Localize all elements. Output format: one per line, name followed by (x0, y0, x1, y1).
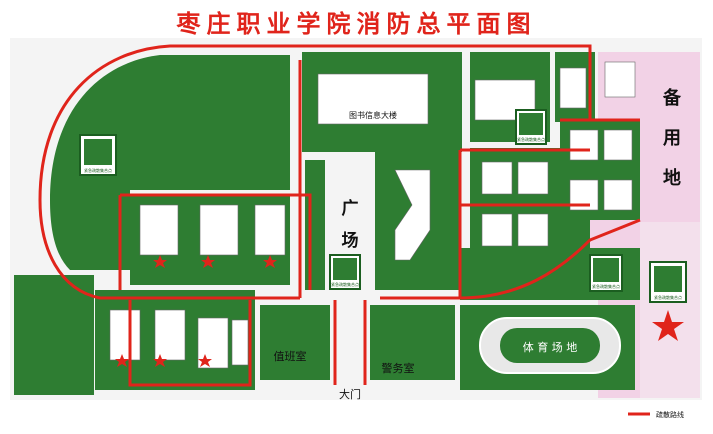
star-marker (153, 354, 167, 367)
assembly-point-text: 紧急疏散集合点 (84, 167, 112, 173)
assembly-point-text: 紧急疏散集合点 (331, 281, 359, 287)
reserve-land-label-3: 地 (663, 167, 681, 189)
assembly-point-text: 紧急疏散集合点 (592, 283, 620, 289)
main-gate-label: 大门 (339, 387, 361, 401)
reserve-land-label-2: 用 (663, 128, 681, 149)
assembly-point-east: 紧急疏散集合点 (589, 254, 623, 292)
assembly-point-text: 紧急疏散集合点 (654, 294, 682, 300)
west-green-area (50, 55, 290, 270)
legend-evacuation-route: 疏散路线 (656, 410, 684, 419)
star-marker (115, 354, 129, 367)
map-title: 枣庄职业学院消防总平面图 (176, 10, 537, 38)
star-marker (201, 255, 215, 268)
police-room-label: 警务室 (382, 361, 415, 375)
teaching-building (394, 169, 431, 261)
square-label-1: 广 (342, 198, 359, 219)
square-label-2: 场 (342, 231, 359, 251)
legend: 疏散路线 (628, 410, 684, 419)
assembly-point-text: 紧急疏散集合点 (517, 136, 545, 142)
assembly-point-reserve: 紧急疏散集合点 (649, 261, 687, 303)
sports-field-label: 体 育 场 地 (523, 340, 578, 354)
star-marker (153, 255, 167, 268)
assembly-point-square: 紧急疏散集合点 (329, 254, 361, 290)
star-marker (198, 354, 212, 367)
duty-room-label: 值班室 (274, 349, 307, 363)
reserve-land-label-1: 备 (662, 87, 682, 109)
assembly-point-nw: 紧急疏散集合点 (79, 134, 117, 176)
star-marker (263, 255, 277, 268)
library-building (317, 73, 429, 125)
star-marker (652, 310, 684, 341)
evacuation-routes (38, 44, 641, 387)
library-label: 图书信息大楼 (349, 110, 397, 120)
assembly-point-north: 紧急疏散集合点 (515, 109, 547, 145)
